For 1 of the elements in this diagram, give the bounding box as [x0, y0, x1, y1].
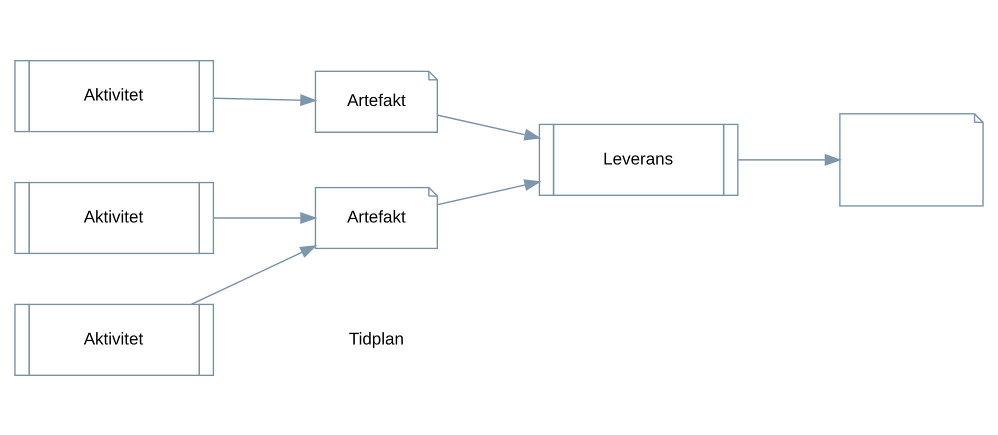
label: Tidplan — [348, 328, 404, 348]
